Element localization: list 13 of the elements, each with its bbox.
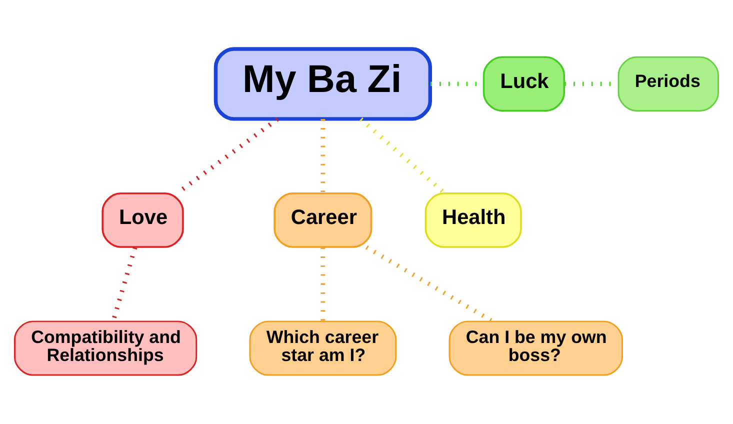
connector: [365, 245, 494, 324]
node-box: Love: [102, 192, 184, 248]
connector: [359, 117, 446, 195]
node-box: Can I be my own boss?: [448, 320, 623, 376]
connector: [320, 119, 326, 194]
node-box: Career: [274, 192, 372, 248]
node-box: Luck: [482, 56, 566, 112]
node-box: Which career star am I?: [249, 320, 397, 376]
node-box: Periods: [618, 56, 720, 112]
connector: [320, 248, 326, 322]
node-box: Health: [424, 192, 522, 248]
node-box: My Ba Zi: [214, 47, 432, 121]
node-box: Compatibility and Relationships: [14, 320, 198, 376]
